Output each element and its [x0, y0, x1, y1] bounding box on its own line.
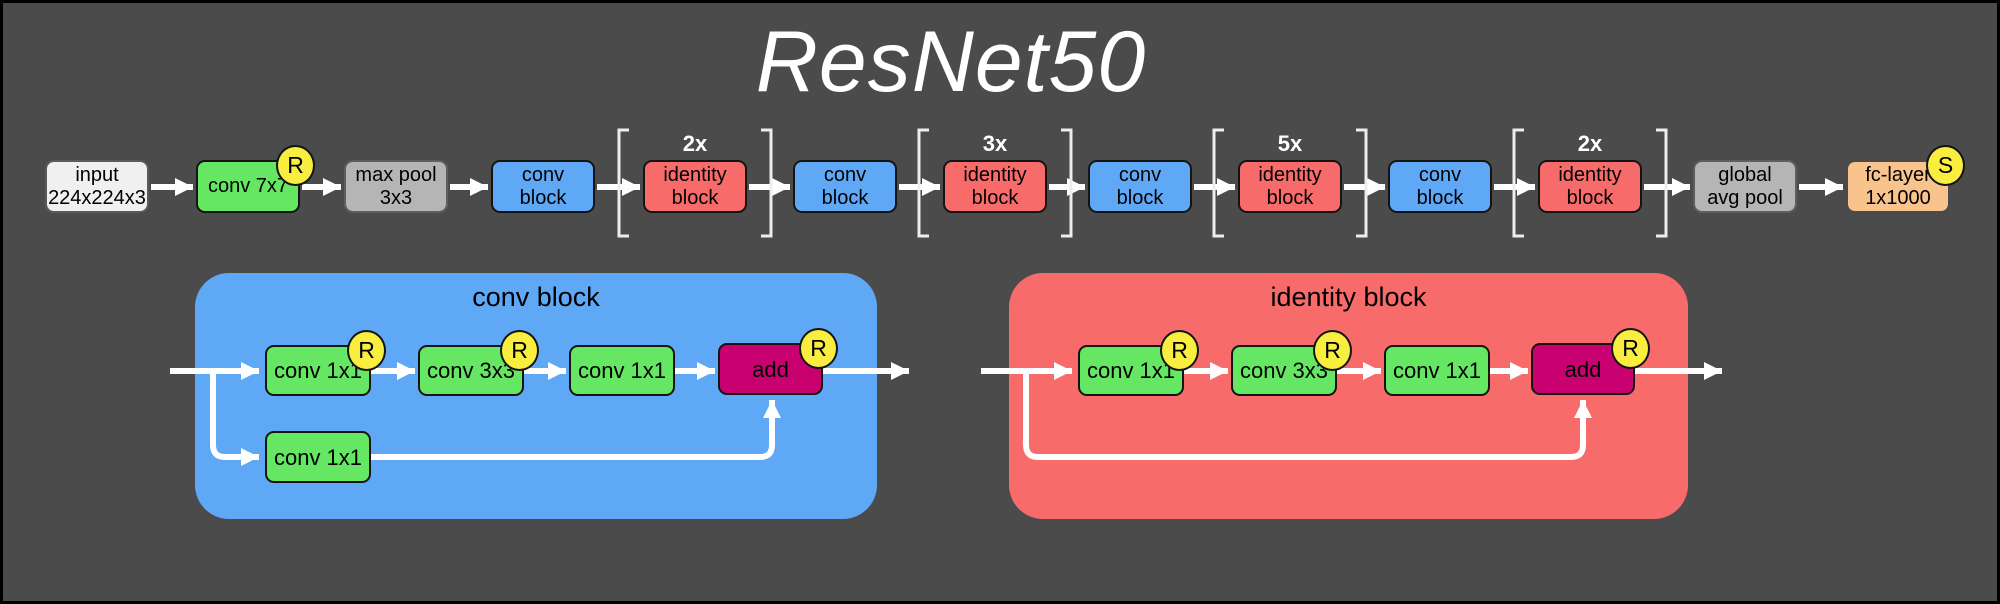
- relu-badge: R: [1611, 328, 1650, 369]
- block-label: conv 3x3: [1239, 358, 1329, 383]
- conv-detail-conv3x3: conv 3x3 R: [418, 330, 539, 396]
- block-label: global avg pool: [1707, 163, 1783, 209]
- block-label: conv block: [1416, 163, 1464, 209]
- relu-badge: R: [1160, 330, 1199, 371]
- block-label: conv 3x3: [426, 358, 516, 383]
- bracket-left-identity2: [917, 128, 929, 238]
- identity-detail-conv3x3: conv 3x3 R: [1231, 330, 1352, 396]
- identity-detail-add: add R: [1531, 328, 1650, 395]
- block-label: conv 1x1: [1086, 358, 1176, 383]
- pipeline-block-convblock-3: conv block: [1088, 160, 1192, 213]
- conv-detail-add: add R: [718, 328, 838, 395]
- conv-detail-conv1x1-b: conv 1x1: [569, 345, 675, 396]
- block-label: identity block: [963, 163, 1027, 209]
- identity-detail-conv1x1-b: conv 1x1: [1384, 345, 1490, 396]
- pipeline-block-identity-3: identity block: [1238, 160, 1342, 213]
- bracket-right-identity1: [761, 128, 773, 238]
- block-label: identity block: [1258, 163, 1322, 209]
- pipeline-block-globalavgpool: global avg pool: [1693, 160, 1797, 213]
- repeat-label-identity-1: 2x: [682, 131, 708, 156]
- block-label: add: [1564, 356, 1602, 382]
- conv-block-detail-title: conv block: [472, 282, 600, 312]
- relu-badge: R: [500, 330, 539, 371]
- block-label: identity block: [1558, 163, 1622, 209]
- block-label: conv 1x1: [577, 358, 667, 383]
- pipeline-block-convblock-1: conv block: [491, 160, 595, 213]
- diagram-title: ResNet50: [755, 14, 1147, 110]
- conv-detail-conv1x1-a: conv 1x1 R: [265, 330, 386, 396]
- bracket-right-identity2: [1061, 128, 1073, 238]
- pipeline-block-conv7x7: conv 7x7 R: [196, 145, 315, 213]
- repeat-label-identity-4: 2x: [1577, 131, 1603, 156]
- bracket-right-identity3: [1356, 128, 1368, 238]
- block-label: conv 7x7: [207, 175, 289, 197]
- block-label: input 224x224x3: [48, 163, 146, 209]
- block-label: add: [752, 356, 789, 382]
- softmax-badge: S: [1926, 145, 1965, 186]
- block-label: conv 1x1: [273, 358, 363, 383]
- block-label: identity block: [663, 163, 727, 209]
- bracket-left-identity3: [1212, 128, 1224, 238]
- repeat-label-identity-3: 5x: [1277, 131, 1303, 156]
- pipeline-block-identity-2: identity block: [943, 160, 1047, 213]
- identity-block-detail-container: identity block: [1009, 273, 1688, 519]
- bracket-right-identity4: [1656, 128, 1668, 238]
- conv-detail-shortcut-conv1x1: conv 1x1: [265, 431, 371, 483]
- relu-badge: R: [799, 328, 838, 369]
- relu-badge: R: [276, 145, 315, 186]
- block-label: conv 1x1: [1392, 358, 1482, 383]
- relu-badge: R: [1313, 330, 1352, 371]
- identity-detail-conv1x1-a: conv 1x1 R: [1078, 330, 1199, 396]
- pipeline-block-maxpool: max pool 3x3: [344, 160, 448, 213]
- identity-block-detail-title: identity block: [1270, 282, 1427, 312]
- bracket-left-identity1: [617, 128, 629, 238]
- pipeline-block-input: input 224x224x3: [45, 160, 149, 213]
- repeat-label-identity-2: 3x: [982, 131, 1008, 156]
- block-label: conv block: [519, 163, 567, 209]
- block-label: conv block: [821, 163, 869, 209]
- pipeline-block-convblock-4: conv block: [1388, 160, 1492, 213]
- block-label: conv 1x1: [273, 444, 363, 470]
- block-label: conv block: [1116, 163, 1164, 209]
- relu-badge: R: [347, 330, 386, 371]
- pipeline-block-identity-4: identity block: [1538, 160, 1642, 213]
- pipeline-block-identity-1: identity block: [643, 160, 747, 213]
- pipeline-block-fclayer: fc-layer 1x1000 S: [1846, 145, 1965, 213]
- block-label: fc-layer 1x1000: [1865, 163, 1931, 209]
- pipeline-block-convblock-2: conv block: [793, 160, 897, 213]
- bracket-left-identity4: [1512, 128, 1524, 238]
- block-label: max pool 3x3: [355, 163, 437, 209]
